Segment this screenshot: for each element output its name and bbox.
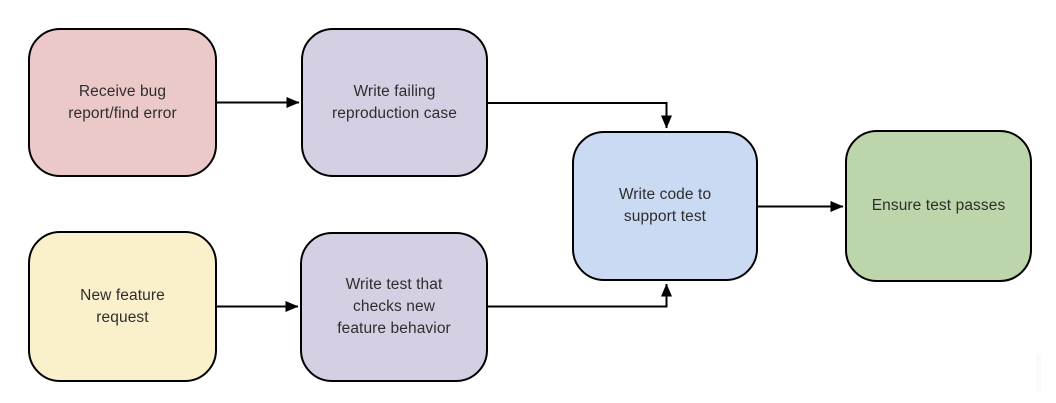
node-new-feature-request-label: New feature request (80, 286, 165, 326)
node-ensure-test-passes-label: Ensure test passes (871, 197, 1006, 214)
faint-scrollbar-artifact (1036, 353, 1041, 392)
node-write-test-checks-new-feature-behavior-label: Write test that checks new feature behav… (337, 276, 451, 337)
node-write-failing-reproduction-case-label: Write failing reproduction case (332, 82, 457, 122)
edge-repro-to-code (488, 102, 672, 129)
node-ensure-test-passes: Ensure test passes (845, 130, 1032, 282)
node-write-test-checks-new-feature-behavior: Write test that checks new feature behav… (300, 232, 488, 382)
node-receive-bug-report-label: Receive bug report/find error (68, 82, 177, 122)
node-new-feature-request: New feature request (28, 231, 217, 382)
node-write-failing-reproduction-case: Write failing reproduction case (301, 28, 488, 177)
node-receive-bug-report: Receive bug report/find error (28, 28, 217, 177)
edge-test-to-code (488, 283, 672, 308)
node-write-code-to-support-test: Write code to support test (572, 131, 758, 281)
node-write-code-to-support-test-label: Write code to support test (618, 186, 712, 225)
